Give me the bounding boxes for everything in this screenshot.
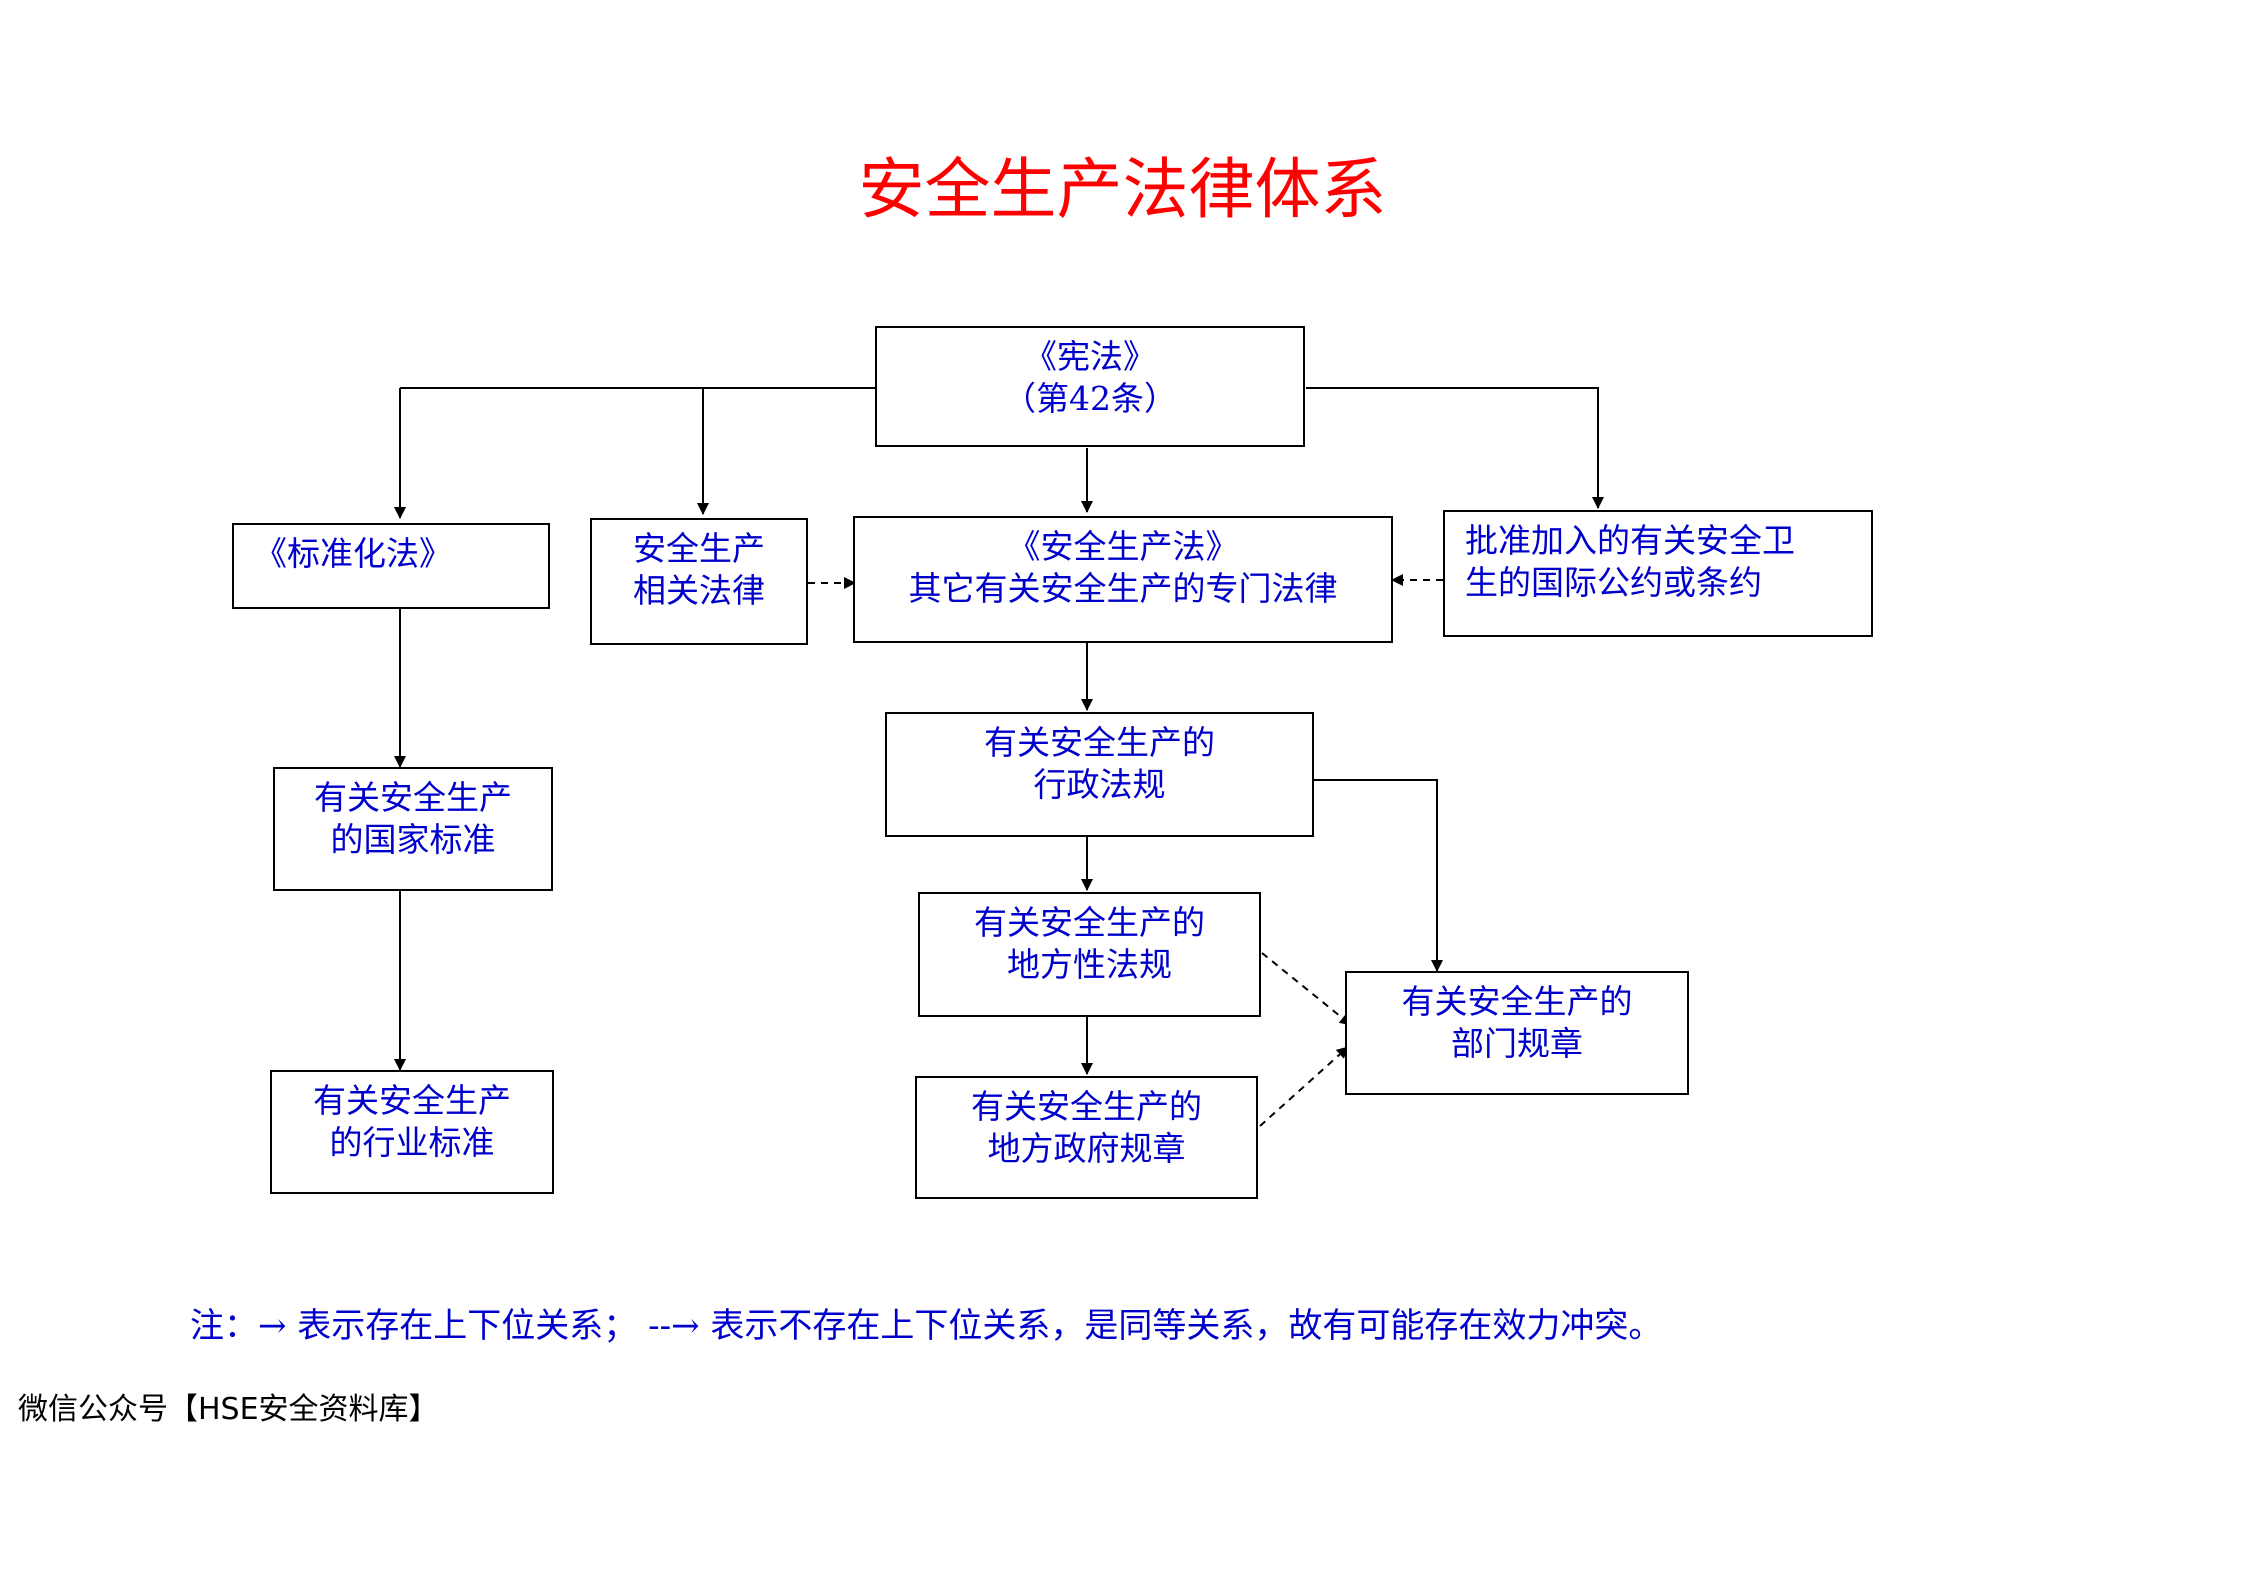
node-text: 行政法规	[1033, 765, 1166, 804]
node-safety-law: 《安全生产法》 其它有关安全生产的专门法律	[853, 516, 1393, 643]
node-text: 《宪法》	[1024, 337, 1156, 376]
node-text: 有关安全生产	[314, 778, 512, 817]
node-text: 的行业标准	[329, 1123, 495, 1162]
node-text: 有关安全生产的	[974, 903, 1205, 942]
node-conventions: 批准加入的有关安全卫 生的国际公约或条约	[1443, 510, 1873, 637]
arrow-to-conventions	[1306, 387, 1604, 509]
node-text: 部门规章	[1451, 1024, 1583, 1063]
legend-note: 注：→ 表示存在上下位关系； --→ 表示不存在上下位关系，是同等关系，故有可能…	[190, 1306, 1663, 1346]
node-related-laws: 安全生产 相关法律	[590, 518, 808, 645]
node-text: 《安全生产法》	[1007, 527, 1239, 566]
node-local-regulations: 有关安全生产的 地方性法规	[918, 892, 1261, 1017]
node-text: 有关安全生产的	[1401, 982, 1633, 1021]
source-credit: 微信公众号【HSE安全资料库】	[18, 1392, 439, 1427]
node-text: 生的国际公约或条约	[1465, 563, 1762, 602]
node-text: 相关法律	[633, 571, 765, 610]
node-text: 有关安全生产的	[971, 1087, 1202, 1126]
diagram-title: 安全生产法律体系	[858, 151, 1387, 228]
node-local-gov-rules: 有关安全生产的 地方政府规章	[915, 1076, 1258, 1199]
node-text: 地方性法规	[1007, 945, 1172, 984]
node-text: 有关安全生产的	[984, 723, 1215, 762]
node-text: 安全生产	[633, 529, 765, 568]
dashed-gov-rules-to-department	[1259, 1046, 1349, 1127]
arrow-admin-to-department	[1314, 779, 1443, 972]
node-industry-standards: 有关安全生产 的行业标准	[270, 1070, 554, 1194]
node-text: 《标准化法》	[254, 534, 452, 573]
node-text: 批准加入的有关安全卫	[1465, 521, 1795, 560]
node-department-rules: 有关安全生产的 部门规章	[1345, 971, 1689, 1095]
node-text: 的国家标准	[330, 820, 496, 859]
node-text: 其它有关安全生产的专门法律	[908, 569, 1338, 608]
node-text: 地方政府规章	[987, 1129, 1186, 1168]
node-standardization-law: 《标准化法》	[232, 523, 550, 609]
node-admin-regulations: 有关安全生产的 行政法规	[885, 712, 1314, 837]
dashed-local-reg-to-department	[1261, 952, 1352, 1026]
node-national-standards: 有关安全生产 的国家标准	[273, 767, 553, 891]
node-constitution: 《宪法》 （第42条）	[875, 326, 1305, 447]
node-text: （第42条）	[1003, 379, 1177, 418]
node-text: 有关安全生产	[313, 1081, 511, 1120]
